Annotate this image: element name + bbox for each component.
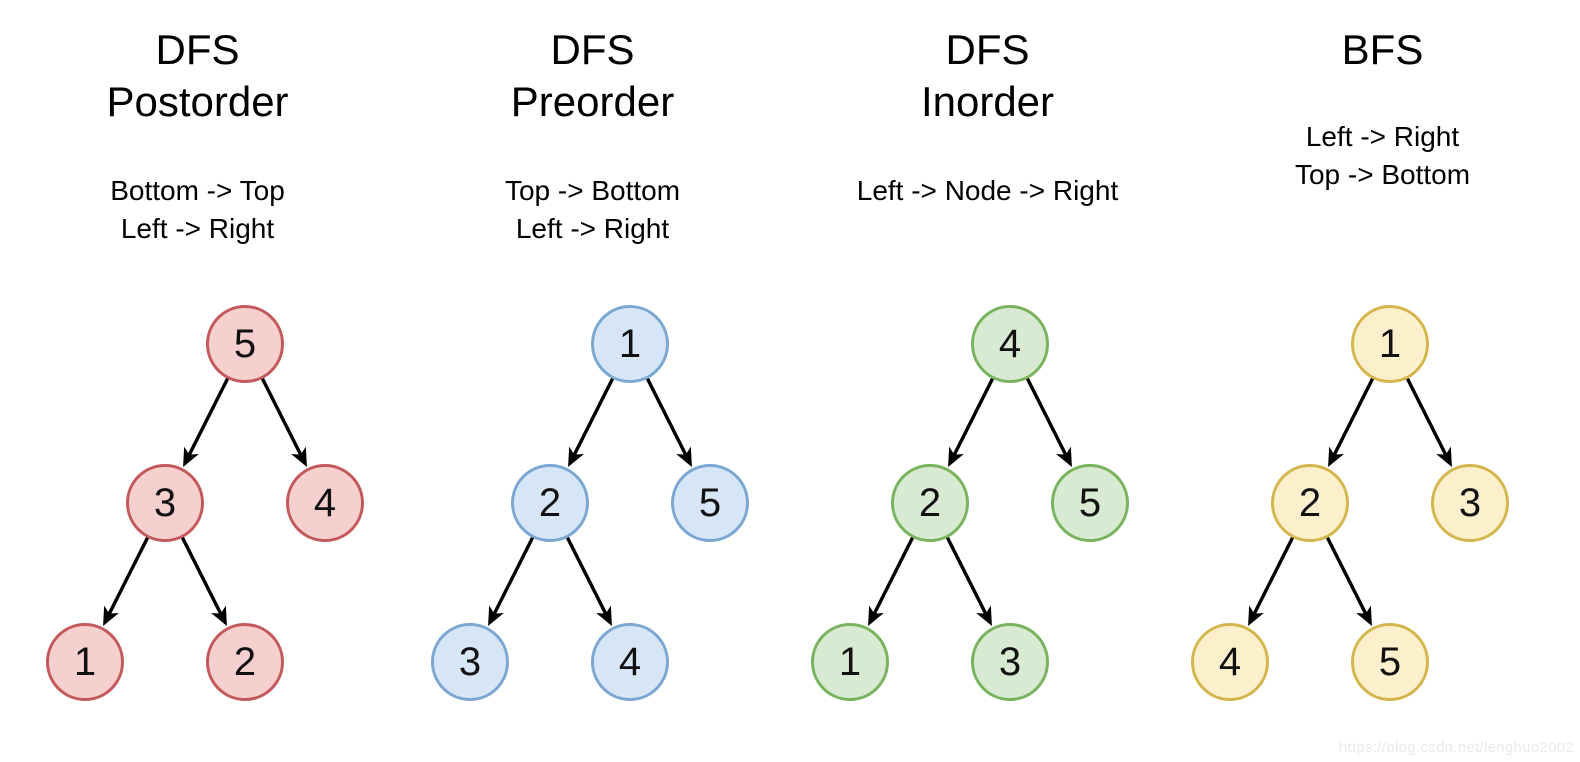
tree-edges [868,376,1072,627]
tree-node: 2 [511,464,589,542]
tree-node-label: 2 [918,481,942,525]
tree-edge [488,535,535,627]
tree-node: 3 [1431,464,1509,542]
column-title: DFS Inorder [920,26,1055,125]
tree-edge [183,376,230,468]
tree-edges [1248,376,1452,627]
tree-edges [103,376,307,627]
tree-node: 5 [206,305,284,383]
tree-node-label: 5 [1078,481,1102,525]
column-subtitle: Left -> Node -> Right [856,175,1119,206]
column-subtitle: Bottom -> Top Left -> Right [110,175,285,244]
tree-node-label: 5 [233,322,257,366]
tree-node: 2 [206,623,284,701]
column-title: BFS [1341,26,1424,73]
column-dfs-postorder: DFS Postorder Bottom -> Top Left -> Righ… [0,0,395,762]
tree-edges [488,376,692,627]
tree-edge [1248,535,1295,627]
column-bfs: BFS Left -> Right Top -> Bottom 1 2 3 4 5 [1185,0,1580,762]
tree-node-label: 3 [153,481,177,525]
tree-edge [868,535,915,627]
tree-node: 4 [971,305,1049,383]
binary-tree-inorder: 4 2 5 1 3 [790,290,1185,710]
tree-node: 1 [46,623,124,701]
tree-edge [180,535,227,627]
binary-tree-bfs: 1 2 3 4 5 [1185,290,1580,710]
column-title: DFS Preorder [510,26,675,125]
column-title: DFS Postorder [106,26,289,125]
tree-edge [1405,376,1452,468]
tree-node-label: 4 [618,640,642,684]
tree-edge [1325,535,1372,627]
binary-tree-preorder: 1 2 5 3 4 [395,290,790,710]
column-dfs-inorder: DFS Inorder Left -> Node -> Right 4 2 5 1 3 [790,0,1185,762]
tree-node-label: 2 [538,481,562,525]
tree-node: 5 [1351,623,1429,701]
tree-node: 5 [671,464,749,542]
tree-node: 5 [1051,464,1129,542]
tree-node-label: 3 [458,640,482,684]
tree-node-label: 4 [313,481,337,525]
tree-edge [945,535,992,627]
tree-edge [568,376,615,468]
column-subtitle: Left -> Right Top -> Bottom [1294,121,1471,190]
tree-node: 3 [126,464,204,542]
tree-node: 1 [811,623,889,701]
tree-node-label: 3 [998,640,1022,684]
tree-node-label: 1 [618,322,642,366]
tree-edge [565,535,612,627]
tree-node: 4 [591,623,669,701]
tree-node-label: 3 [1458,481,1482,525]
tree-node-label: 2 [233,640,257,684]
tree-edge [260,376,307,468]
tree-node-label: 1 [1378,322,1402,366]
tree-node-label: 4 [998,322,1022,366]
tree-node: 1 [1351,305,1429,383]
tree-node: 2 [1271,464,1349,542]
tree-node: 3 [431,623,509,701]
tree-node: 4 [1191,623,1269,701]
tree-edge [645,376,692,468]
tree-node-label: 2 [1298,481,1322,525]
tree-node-label: 4 [1218,640,1242,684]
tree-node: 1 [591,305,669,383]
tree-edge [103,535,150,627]
watermark: https://blog.csdn.net/lenghuo2002 [1338,739,1574,756]
tree-edge [1025,376,1072,468]
tree-node: 3 [971,623,1049,701]
binary-tree-postorder: 5 3 4 1 2 [0,290,395,710]
tree-node-label: 1 [838,640,862,684]
tree-edge [948,376,995,468]
tree-edge [1328,376,1375,468]
tree-node: 4 [286,464,364,542]
tree-node-label: 5 [698,481,722,525]
column-dfs-preorder: DFS Preorder Top -> Bottom Left -> Right… [395,0,790,762]
tree-node-label: 1 [73,640,97,684]
tree-node-label: 5 [1378,640,1402,684]
column-subtitle: Top -> Bottom Left -> Right [504,175,681,244]
tree-node: 2 [891,464,969,542]
